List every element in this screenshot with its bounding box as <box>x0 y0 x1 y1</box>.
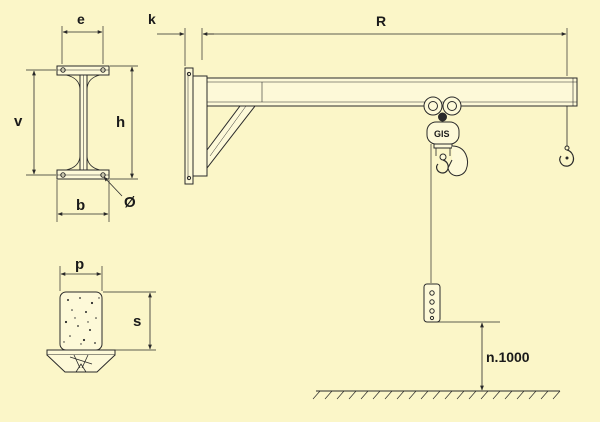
label-b: b <box>76 197 85 214</box>
jib-crane <box>184 67 578 185</box>
floor <box>312 321 561 400</box>
pendant-button <box>429 308 435 314</box>
ibeam-section <box>26 26 138 222</box>
diagonal-brace <box>206 105 257 170</box>
bolt-hole <box>100 67 106 73</box>
foundation-block <box>46 266 156 373</box>
labels: e k R v h b Ø p s GIS n.1000 <box>14 11 530 365</box>
pendant-button <box>429 299 435 305</box>
chain-bag <box>447 145 468 177</box>
label-v: v <box>14 113 23 130</box>
trolley-wheel <box>423 96 443 116</box>
label-floor-height: n.1000 <box>486 349 530 365</box>
label-s: s <box>133 313 141 330</box>
end-hook <box>559 149 575 167</box>
label-p: p <box>75 256 84 273</box>
hoist-hook <box>436 159 449 174</box>
pendant-button <box>429 315 435 321</box>
bolt-hole <box>60 172 66 178</box>
top-dimensions <box>157 28 568 76</box>
wall-plate <box>184 67 194 185</box>
label-diameter: Ø <box>124 194 136 211</box>
trolley-wheel <box>442 96 462 116</box>
pendant-button <box>429 290 435 296</box>
bolt-hole <box>100 172 106 178</box>
trolley-axle <box>438 112 447 122</box>
label-h: h <box>116 114 125 131</box>
label-e: e <box>77 11 85 27</box>
label-k: k <box>148 11 156 27</box>
label-R: R <box>376 13 386 29</box>
jib-arm <box>206 77 578 107</box>
hoist-brand-label: GIS <box>434 129 450 139</box>
bolt-hole <box>60 67 66 73</box>
electric-hoist <box>423 96 468 323</box>
bracket-plate <box>192 75 208 177</box>
concrete-texture <box>63 297 100 345</box>
